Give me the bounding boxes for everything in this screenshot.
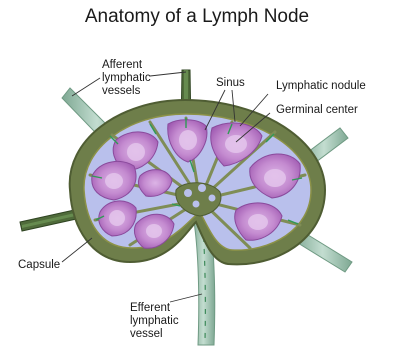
label-efferent-line-3: vessel [130, 328, 179, 341]
label-afferent-line-3: vessels [102, 85, 151, 98]
label-efferent-line-1: Efferent [130, 302, 179, 315]
label-efferent-vessel: Efferent lymphatic vessel [130, 302, 179, 341]
label-lymphatic-nodule: Lymphatic nodule [276, 80, 366, 93]
label-afferent-line-2: lymphatic [102, 72, 151, 85]
leader-efferent [170, 294, 202, 302]
label-afferent-line-1: Afferent [102, 59, 151, 72]
leader-afferent-2 [150, 72, 186, 76]
label-germinal-center: Germinal center [276, 104, 358, 117]
label-capsule: Capsule [18, 259, 60, 272]
leader-capsule [62, 238, 92, 262]
label-sinus: Sinus [216, 77, 245, 90]
label-efferent-line-2: lymphatic [130, 315, 179, 328]
leader-afferent [72, 78, 100, 96]
label-afferent-vessels: Afferent lymphatic vessels [102, 59, 151, 98]
